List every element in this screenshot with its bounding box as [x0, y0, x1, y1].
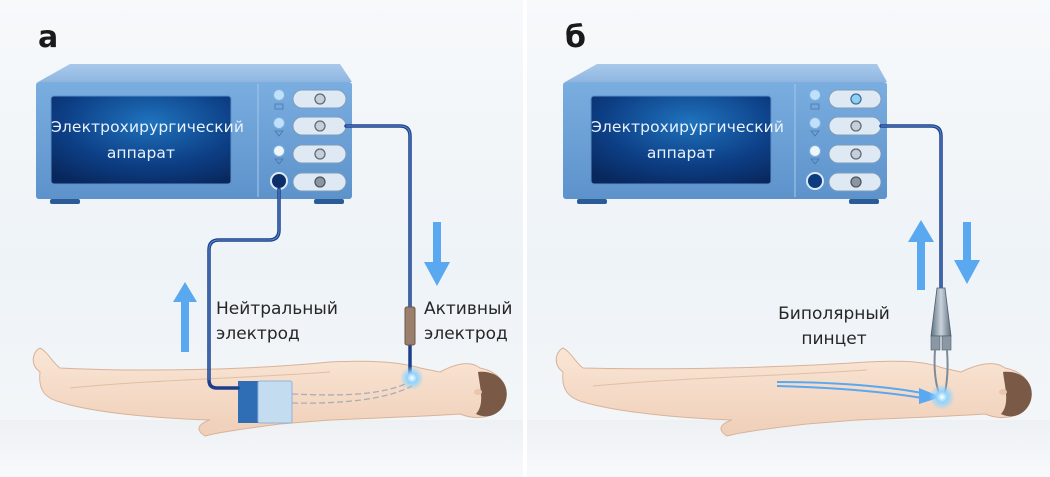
arrow-up-icon	[173, 282, 197, 352]
label-line-2: электрод	[216, 324, 300, 344]
panel-divider	[523, 0, 527, 477]
electrosurgical-unit	[563, 64, 887, 204]
arrow-down-icon	[424, 222, 450, 286]
neutral-electrode-pad	[238, 380, 293, 424]
label-line-2: электрод	[424, 324, 508, 344]
label-line-1: Активный	[424, 299, 513, 319]
device-screen-label: Электрохирургический аппарат	[591, 114, 785, 166]
control-buttons	[292, 89, 347, 192]
neutral-electrode-label: Нейтральный электрод	[216, 297, 338, 347]
control-buttons	[828, 89, 882, 192]
cables	[879, 124, 943, 292]
arrow-down-icon	[954, 222, 980, 284]
panel-a-monopolar: а Электрохирургический аппарат Нейтральн…	[0, 0, 523, 477]
patient-figure	[555, 347, 1032, 437]
bipolar-forceps	[929, 287, 955, 410]
electrosurgical-unit	[36, 64, 352, 204]
arrow-up-icon	[908, 220, 934, 290]
screen-line-1: Электрохирургический	[591, 118, 785, 136]
current-path-dashed	[291, 381, 413, 404]
bipolar-illustration	[555, 64, 1032, 437]
label-line-1: Биполярный	[778, 304, 890, 324]
device-screen-label: Электрохирургический аппарат	[51, 114, 245, 166]
label-line-2: пинцет	[801, 329, 867, 349]
label-line-1: Нейтральный	[216, 299, 338, 319]
panel-letter: а	[38, 20, 59, 55]
screen-line-2: аппарат	[106, 144, 176, 162]
floor-shadow	[0, 420, 523, 477]
panel-b-bipolar: б Электрохирургический аппарат Биполярны…	[527, 0, 1050, 477]
screen-line-2: аппарат	[646, 144, 716, 162]
panel-letter: б	[565, 20, 586, 55]
active-electrode-handle	[400, 306, 424, 390]
bipolar-forceps-label: Биполярный пинцет	[769, 302, 899, 352]
floor-shadow	[527, 420, 1050, 477]
screen-line-1: Электрохирургический	[51, 118, 245, 136]
monopolar-illustration	[32, 64, 507, 437]
active-electrode-label: Активный электрод	[424, 297, 512, 347]
